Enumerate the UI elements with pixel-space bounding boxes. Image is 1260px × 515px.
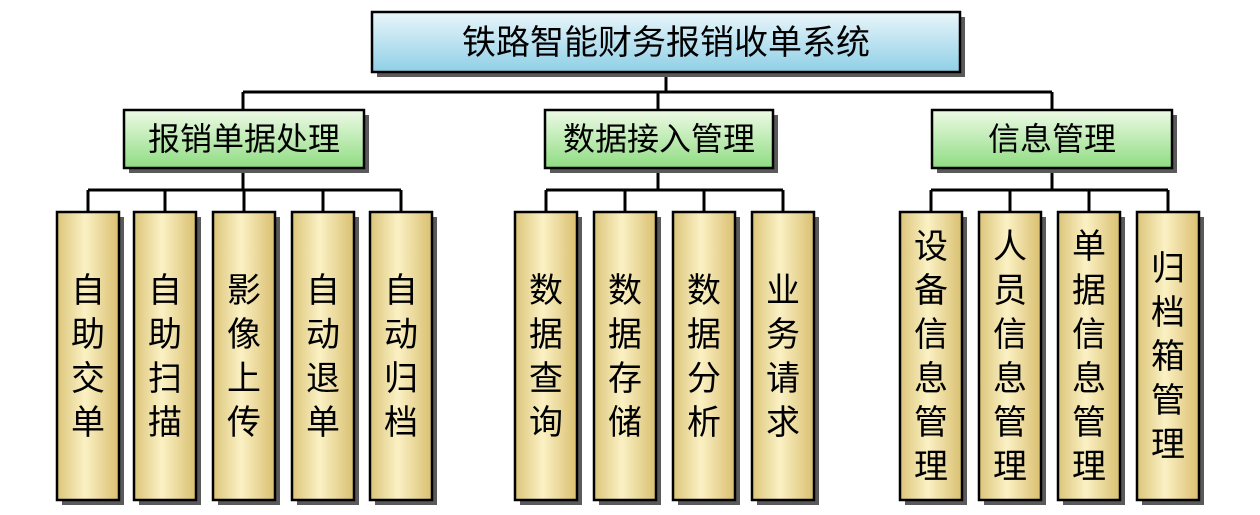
leaf-label-2-1: 人员信息管理 [993, 227, 1027, 487]
leaf-label-0-2: 影像上传 [227, 271, 261, 443]
leaf-node-2-1: 人员信息管理 [977, 210, 1046, 505]
leaf-box-2-0 [898, 210, 964, 502]
leaf-box-2-3 [1135, 210, 1201, 502]
leaf-node-1-1: 数据存储 [592, 210, 661, 505]
leaf-node-2-3: 归档箱管理 [1135, 210, 1204, 505]
leaf-box-0-3 [290, 210, 356, 502]
leaf-box-0-2 [211, 210, 277, 502]
category-label-2: 信息管理 [988, 120, 1116, 158]
category-label-1: 数据接入管理 [563, 120, 755, 158]
leaf-label-2-0: 设备信息管理 [914, 227, 948, 487]
leaf-node-0-2: 影像上传 [211, 210, 280, 505]
leaf-node-0-4: 自动归档 [368, 210, 437, 505]
root-title: 铁路智能财务报销收单系统 [462, 23, 870, 63]
leaf-label-0-4: 自动归档 [384, 271, 418, 443]
leaf-node-1-3: 业务请求 [750, 210, 819, 505]
category-node-0: 报销单据处理 [122, 108, 369, 173]
category-label-0: 报销单据处理 [148, 120, 340, 158]
leaf-label-2-3: 归档箱管理 [1151, 249, 1185, 465]
leaf-label-0-3: 自动退单 [306, 271, 340, 443]
category-box-1 [543, 108, 775, 170]
leaf-node-0-3: 自动退单 [290, 210, 359, 505]
leaf-node-0-0: 自助交单 [55, 210, 124, 505]
leaf-label-1-2: 数据分析 [687, 271, 721, 443]
leaf-node-0-1: 自助扫描 [132, 210, 201, 505]
leaf-box-1-2 [671, 210, 737, 502]
leaf-node-2-0: 设备信息管理 [898, 210, 967, 505]
leaf-node-2-2: 单据信息管理 [1056, 210, 1125, 505]
leaf-label-2-2: 单据信息管理 [1072, 227, 1106, 487]
leaf-box-2-1 [977, 210, 1043, 502]
category-box-0 [122, 108, 366, 170]
leaf-box-2-2 [1056, 210, 1122, 502]
leaf-box-0-0 [55, 210, 121, 502]
leaf-label-0-0: 自助交单 [71, 271, 105, 443]
root-box [370, 10, 962, 74]
leaf-node-1-2: 数据分析 [671, 210, 740, 505]
leaf-label-1-3: 业务请求 [766, 271, 800, 443]
category-node-2: 信息管理 [930, 108, 1177, 173]
leaf-box-1-0 [513, 210, 579, 502]
leaf-box-0-1 [132, 210, 198, 502]
leaf-label-1-0: 数据查询 [529, 271, 563, 443]
root-node: 铁路智能财务报销收单系统 [370, 10, 965, 77]
leaf-node-1-0: 数据查询 [513, 210, 582, 505]
leaf-box-1-3 [750, 210, 816, 502]
leaf-box-1-1 [592, 210, 658, 502]
category-node-1: 数据接入管理 [543, 108, 778, 173]
category-box-2 [930, 108, 1174, 170]
leaf-label-1-1: 数据存储 [608, 271, 642, 443]
leaf-box-0-4 [368, 210, 434, 502]
leaf-label-0-1: 自助扫描 [148, 271, 182, 443]
